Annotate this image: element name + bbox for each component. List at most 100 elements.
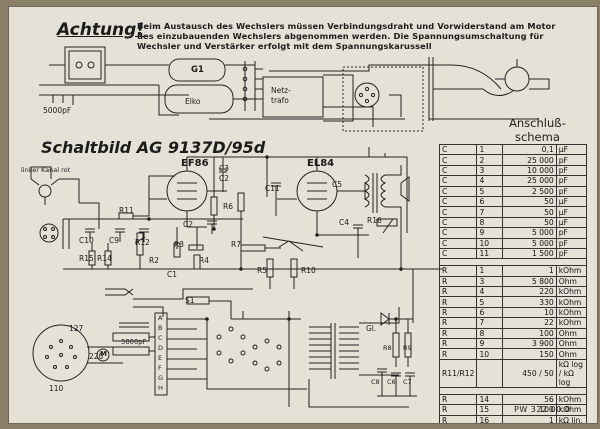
parts-table-cell: 50 (502, 216, 557, 229)
parts-table-cell: pF (555, 227, 588, 239)
parts-table-cell: 9 (476, 227, 504, 239)
parts-table-cell: 3 (476, 164, 504, 177)
parts-table-cell: R (438, 338, 478, 350)
label-220: 220 (89, 352, 104, 361)
voltage-selector (354, 82, 380, 108)
parts-table-cell: 16 (476, 414, 504, 423)
parts-table-cell: kOhm (555, 306, 588, 319)
parts-table-cell: 3 900 (502, 338, 557, 350)
din-socket (39, 223, 59, 243)
parts-table-cell: R (438, 306, 478, 319)
parts-table-cell: kOhm (555, 265, 588, 277)
parts-table-cell: 1 (476, 265, 504, 277)
parts-table-cell: 9 (476, 338, 504, 350)
label-110: 110 (49, 384, 64, 393)
parts-table-cell (476, 358, 504, 388)
socket-block (64, 46, 106, 84)
parts-table-cell: 5 000 (502, 227, 557, 239)
parts-table-cell: kOhm (555, 286, 588, 298)
parts-table-cell: 6 (476, 195, 504, 208)
parts-table-cell: 100 (502, 327, 557, 340)
label-s1: S1 (185, 296, 195, 305)
label-r14: R14 (97, 254, 112, 263)
parts-table-cell: C (438, 247, 478, 260)
label-r10: R10 (301, 266, 316, 275)
parts-table-cell: 220 (502, 286, 557, 298)
label-r9: R9 (403, 344, 412, 352)
parts-table-cell: R (438, 348, 478, 360)
parts-table-cell: 2 500 (502, 185, 557, 197)
parts-table-cell: C (438, 227, 478, 239)
parts-table-cell: µF (555, 143, 588, 156)
parts-table-cell: 50 (502, 206, 557, 218)
parts-table-cell: pF (555, 237, 588, 249)
parts-table-cell: 25 000 (502, 175, 557, 187)
parts-table-cell: C (438, 216, 478, 229)
schematic-title: Schaltbild AG 9137D/95d (41, 138, 266, 157)
label-netztrafo-2: trafo (271, 96, 289, 105)
label-g1: G1 (191, 65, 204, 75)
label-c8: C8 (371, 378, 380, 386)
label-c2: C2 (183, 220, 194, 229)
label-r5: R5 (257, 266, 267, 275)
schematic-sheet: Achtung! Beim Austausch des Wechslers mü… (8, 6, 598, 424)
parts-table-cell: pF (555, 247, 588, 260)
label-5000pf-bottom: 5000pF (121, 338, 147, 346)
parts-table-cell: 10 (476, 348, 504, 360)
parts-table-cell: Ohm (555, 327, 588, 340)
label-r16: R16 (367, 216, 382, 225)
label-netztrafo-1: Netz- (271, 86, 291, 95)
parts-table-cell: 1 (502, 265, 557, 277)
label-c9: C9 (109, 236, 120, 245)
label-linker-kanal: linker Kanal rot (21, 166, 71, 174)
label-c3: C3 (219, 164, 230, 173)
parts-table-cell: 8 (476, 327, 504, 340)
parts-table-cell: kOhm (555, 317, 588, 329)
netztrafo-component (262, 76, 324, 118)
label-r8: R8 (383, 344, 392, 352)
parts-table-cell: C (438, 206, 478, 218)
label-r15: R15 (79, 254, 94, 263)
label-r11: R11 (119, 206, 134, 215)
parts-table-cell: C (438, 164, 478, 177)
parts-table-cell: R11/R12 (438, 358, 478, 388)
motor-symbol (96, 348, 110, 362)
parts-table-cell: 7 (476, 206, 504, 218)
label-r4: R4 (199, 256, 209, 265)
label-ef86: EF86 (181, 158, 209, 169)
parts-table-cell: C (438, 195, 478, 208)
parts-table-cell: 450 / 50 (502, 358, 557, 388)
parts-table-cell: 10 000 (502, 164, 557, 177)
label-c7: C7 (403, 378, 412, 386)
parts-table-spacer-cell (439, 386, 587, 395)
parts-table-cell: 50 (502, 195, 557, 208)
parts-table-cell: 6 (476, 306, 504, 319)
label-switch-b: B (158, 324, 163, 332)
parts-table-cell: 7 (476, 317, 504, 329)
parts-table-cell: R (438, 414, 478, 423)
wafer-switch (154, 312, 168, 396)
parts-table-cell: 1 (502, 414, 557, 423)
parts-table-cell: 15 (476, 404, 504, 416)
parts-table-spacer (439, 258, 587, 267)
parts-table-cell: C (438, 237, 478, 249)
label-switch-d: D (158, 344, 164, 352)
label-switch-a: A (158, 314, 163, 322)
label-127: 127 (69, 324, 84, 333)
parts-table-cell: C (438, 154, 478, 166)
label-r2: R2 (149, 256, 159, 265)
g1-component (168, 58, 226, 82)
label-c5: C5 (332, 180, 343, 189)
